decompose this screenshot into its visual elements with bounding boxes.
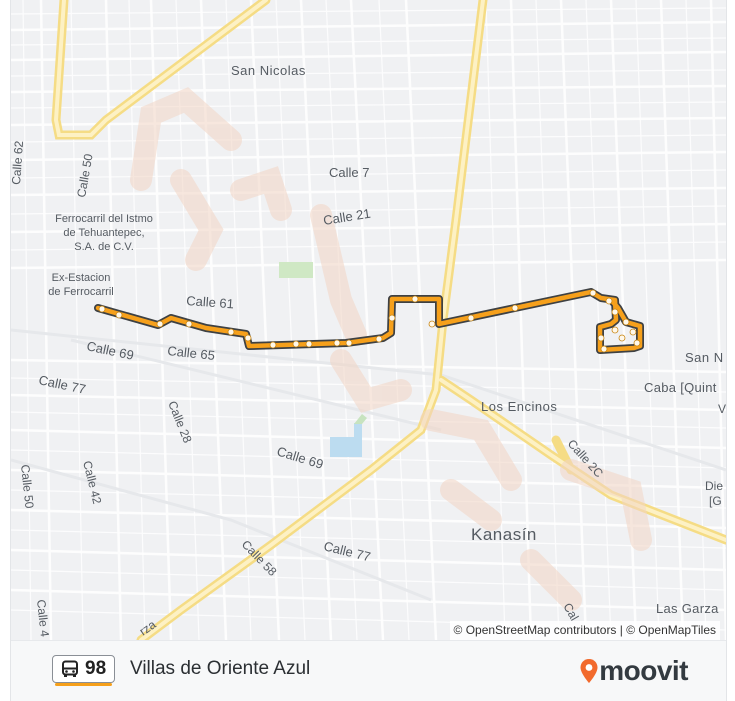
place-label-caba: Caba [Quint bbox=[644, 380, 717, 395]
street-label-calle-61: Calle 61 bbox=[186, 293, 235, 311]
place-label-die: Die bbox=[705, 479, 723, 493]
place-label-los-encinos: Los Encinos bbox=[481, 399, 557, 414]
street-label-calle-21: Calle 21 bbox=[322, 206, 371, 228]
moovit-logo-text: moovit bbox=[599, 655, 688, 686]
water-area bbox=[330, 423, 362, 457]
street-label-calle-7: Calle 7 bbox=[329, 165, 369, 180]
map-widget: San Nicolas Calle 7 Calle 21 Calle 61 Ca… bbox=[10, 0, 727, 701]
street-label-calle-65: Calle 65 bbox=[167, 343, 216, 363]
park-area bbox=[279, 262, 313, 278]
route-map[interactable]: San Nicolas Calle 7 Calle 21 Calle 61 Ca… bbox=[11, 0, 726, 640]
poi-label-exestacion-2: de Ferrocarril bbox=[48, 286, 113, 298]
place-label-las-garza: Las Garza bbox=[656, 601, 719, 616]
route-badge[interactable]: 98 bbox=[52, 655, 116, 686]
route-number: 98 bbox=[85, 658, 107, 679]
street-label-calle-50-south: Calle 50 bbox=[18, 464, 37, 510]
moovit-logo[interactable]: moovit bbox=[579, 657, 688, 685]
map-attribution[interactable]: © OpenStreetMap contributors | © OpenMap… bbox=[449, 621, 720, 640]
route-footer: 98 Villas de Oriente Azul moovit bbox=[11, 640, 726, 701]
place-label-san-nicolas: San Nicolas bbox=[231, 63, 306, 78]
watermark bbox=[130, 87, 652, 611]
poi-label-ferrocarril: Ferrocarril del Istmo bbox=[55, 213, 153, 225]
bus-icon bbox=[62, 660, 78, 677]
route-name: Villas de Oriente Azul bbox=[130, 658, 311, 679]
route-stops bbox=[98, 289, 641, 353]
place-label-g: [G bbox=[709, 494, 722, 508]
poi-label-ferrocarril-3: S.A. de C.V. bbox=[74, 241, 134, 253]
poi-label-ferrocarril-2: de Tehuantepec, bbox=[63, 227, 144, 239]
place-label-v: V bbox=[718, 402, 726, 416]
poi-label-exestacion: Ex-Estacion bbox=[52, 272, 111, 284]
map-pin-icon bbox=[580, 659, 598, 683]
street-label-calle-4: Calle 4 bbox=[34, 599, 52, 638]
place-label-kanasin: Kanasín bbox=[471, 525, 537, 544]
place-label-san-n: San N bbox=[685, 350, 724, 365]
street-label-calle-62: Calle 62 bbox=[11, 140, 26, 185]
